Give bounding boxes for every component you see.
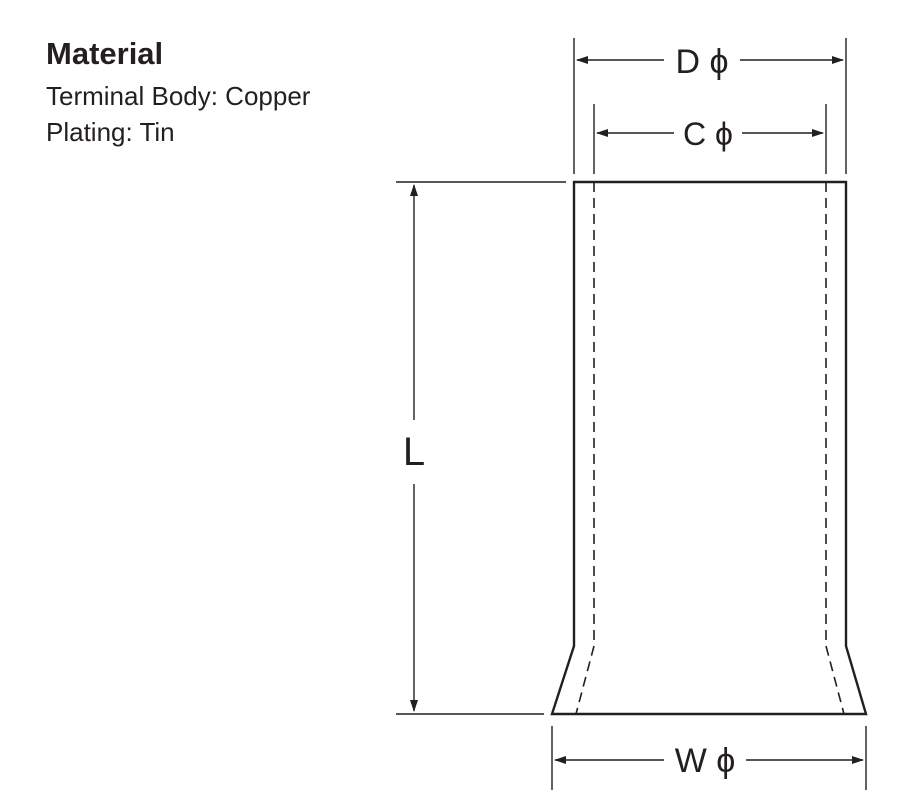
dimension-l: L (396, 181, 566, 715)
dimension-w-label: W ϕ (675, 742, 736, 780)
dimension-l-label: L (403, 430, 425, 474)
inner-bore-right-hidden-line (825, 182, 845, 715)
dimension-d-label: D ϕ (675, 43, 728, 81)
dimension-d: D ϕ (573, 38, 847, 174)
dimension-c: C ϕ (593, 104, 827, 174)
inner-bore-left-hidden-line (575, 182, 595, 715)
material-spec: Material Terminal Body: Copper Plating: … (46, 36, 310, 150)
terminal-body-outline (550, 180, 868, 716)
material-title: Material (46, 36, 164, 71)
material-body-line: Terminal Body: Copper (46, 81, 311, 111)
dimension-c-label: C ϕ (683, 116, 733, 152)
dimension-w: W ϕ (551, 726, 867, 790)
material-plating-line: Plating: Tin (46, 117, 175, 147)
